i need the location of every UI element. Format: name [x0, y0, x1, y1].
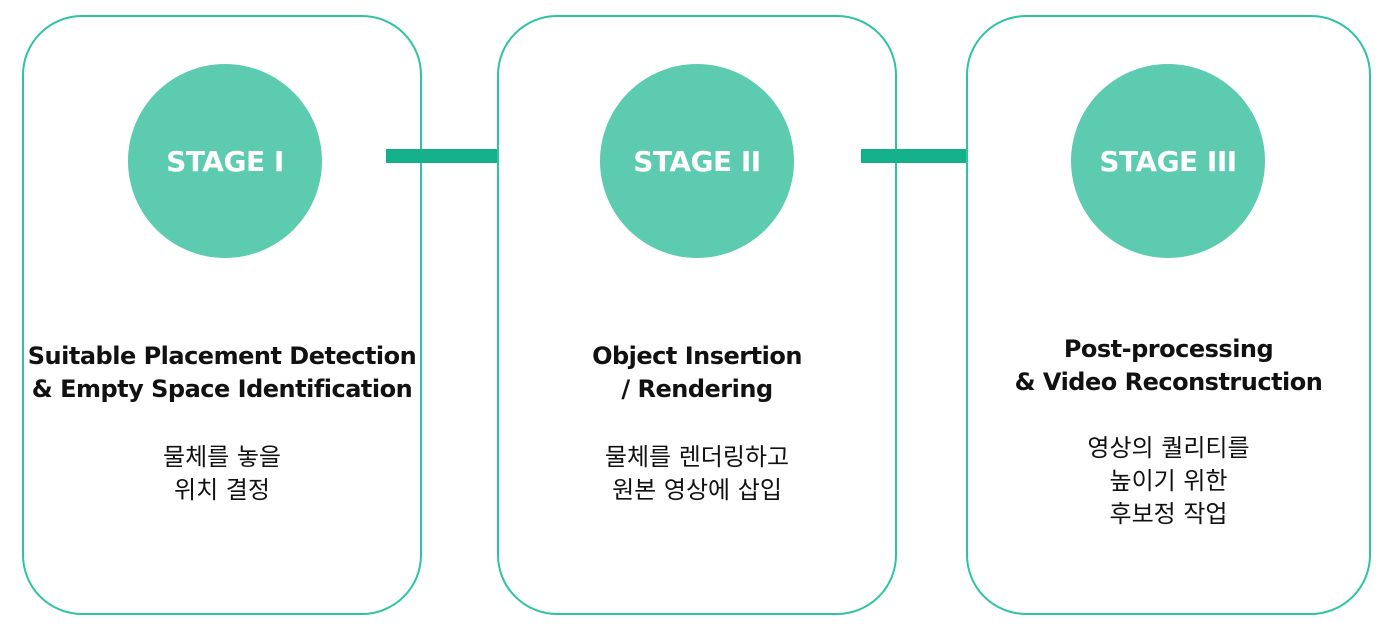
stage-3-description: 영상의 퀄리티를 높이기 위한 후보정 작업: [968, 432, 1369, 531]
arrow-1-shaft: [386, 149, 514, 163]
stage-1-box: STAGE I Suitable Placement Detection & E…: [22, 15, 422, 615]
stage-2-title: Object Insertion / Rendering: [499, 340, 895, 406]
stage-3-desc-line-3: 후보정 작업: [1109, 500, 1228, 528]
stage-3-circle: STAGE III: [1071, 64, 1265, 258]
stage-1-desc-line-2: 위치 결정: [174, 476, 270, 504]
stage-3-desc-line-1: 영상의 퀄리티를: [1087, 434, 1250, 462]
stage-1-title: Suitable Placement Detection & Empty Spa…: [24, 340, 420, 406]
stage-1-circle: STAGE I: [128, 64, 322, 258]
stage-1-description: 물체를 놓을 위치 결정: [24, 441, 420, 507]
stage-2-title-line-2: / Rendering: [621, 375, 773, 403]
stage-2-box: STAGE II Object Insertion / Rendering 물체…: [497, 15, 897, 615]
stage-2-label: STAGE II: [633, 144, 761, 178]
arrow-2-shaft: [861, 149, 989, 163]
stage-1-label: STAGE I: [166, 144, 284, 178]
stage-2-circle: STAGE II: [600, 64, 794, 258]
stage-1-desc-line-1: 물체를 놓을: [162, 443, 282, 471]
stage-1-title-line-2: & Empty Space Identification: [31, 375, 413, 403]
stage-2-description: 물체를 렌더링하고 원본 영상에 삽입: [499, 441, 895, 507]
stage-3-title-line-2: & Video Reconstruction: [1014, 368, 1323, 396]
stage-2-desc-line-2: 원본 영상에 삽입: [612, 476, 782, 504]
stage-3-desc-line-2: 높이기 위한: [1109, 467, 1228, 495]
stage-3-label: STAGE III: [1099, 144, 1237, 178]
stage-2-desc-line-1: 물체를 렌더링하고: [604, 443, 790, 471]
stage-3-title-line-1: Post-processing: [1063, 335, 1274, 363]
stage-3-box: STAGE III Post-processing & Video Recons…: [966, 15, 1371, 615]
stage-3-title: Post-processing & Video Reconstruction: [968, 333, 1369, 399]
stage-1-title-line-1: Suitable Placement Detection: [27, 342, 417, 370]
stage-2-title-line-1: Object Insertion: [592, 342, 802, 370]
